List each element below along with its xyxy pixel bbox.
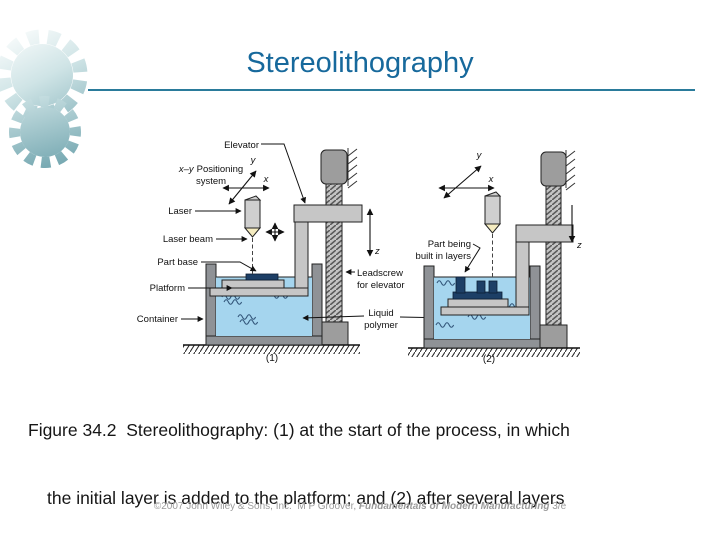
liquid-polymer-label-line2: polymer: [364, 320, 398, 331]
xy-axes-left: x y: [222, 155, 270, 205]
x-axis-label: x: [263, 174, 270, 185]
xy-label-part: x–y: [178, 164, 195, 175]
container-label: Container: [137, 314, 178, 325]
z-axis-left: z: [366, 208, 380, 257]
gears-decoration-icon: [0, 29, 88, 168]
figure-caption: Figure 34.2 Stereolithography: (1) at th…: [28, 374, 718, 540]
gear-bottom-icon: [9, 96, 81, 168]
book-title: Fundamentals of Modern Manufacturing: [358, 501, 550, 512]
positioning-label-part: Positioning: [197, 164, 243, 175]
x-axis-label: x: [488, 174, 495, 185]
elevator-motor-left: [320, 148, 358, 189]
page-title: Stereolithography: [246, 47, 474, 79]
part-base: [245, 273, 279, 281]
caption-line: the initial layer is added to the platfo…: [47, 487, 565, 508]
z-axis-right: z: [568, 205, 582, 251]
laser-label: Laser: [168, 206, 192, 217]
platform-plate-right: [440, 306, 530, 316]
crosshair-arrows-icon: [265, 222, 285, 242]
copyright-text: ©2007 John Wiley & Sons, Inc. M P Groove…: [153, 501, 359, 512]
leadscrew-label-line2: for elevator: [357, 280, 405, 291]
elevator-motor-right: [540, 150, 576, 191]
y-axis-label: y: [476, 150, 483, 161]
edition-text: 3/e: [549, 501, 567, 512]
laser-beam-label: Laser beam: [163, 234, 213, 245]
platform-label: Platform: [150, 283, 185, 294]
leadscrew-base-left: [318, 321, 349, 346]
diagram-2-number: (2): [483, 354, 495, 365]
liquid-polymer-label-line1: Liquid: [368, 308, 393, 319]
elevator-arm-right: [515, 224, 574, 316]
laser-right: [483, 191, 502, 234]
elevator-label: Elevator: [224, 140, 259, 151]
system-label: system: [196, 176, 226, 187]
part-built-in-layers: [452, 276, 503, 300]
part-base-label: Part base: [157, 257, 198, 268]
part-being-label-line1: Part being: [428, 239, 471, 250]
caption-line: Figure 34.2 Stereolithography: (1) at th…: [28, 420, 570, 440]
copyright-footer: ©2007 John Wiley & Sons, Inc. M P Groove…: [0, 501, 720, 512]
apparatus-layers-built: x y z Part being built in layers (2): [408, 150, 582, 365]
leadscrew-label-line1: Leadscrew: [357, 268, 403, 279]
platform-plate-left: [209, 287, 309, 297]
elevator-arm-left: [293, 204, 363, 297]
y-axis-label: y: [250, 155, 257, 166]
part-being-label-line2: built in layers: [416, 251, 472, 262]
platform-left: [221, 279, 285, 289]
z-axis-label: z: [374, 246, 380, 257]
xy-axes-right: x y: [438, 150, 495, 199]
leadscrew-right: [545, 185, 562, 326]
z-axis-label: z: [576, 240, 582, 251]
platform-right: [447, 298, 509, 308]
diagram-1-number: (1): [266, 353, 278, 364]
laser-left: [243, 195, 262, 238]
title-divider: [88, 89, 695, 91]
leadscrew-base-right: [538, 324, 568, 349]
